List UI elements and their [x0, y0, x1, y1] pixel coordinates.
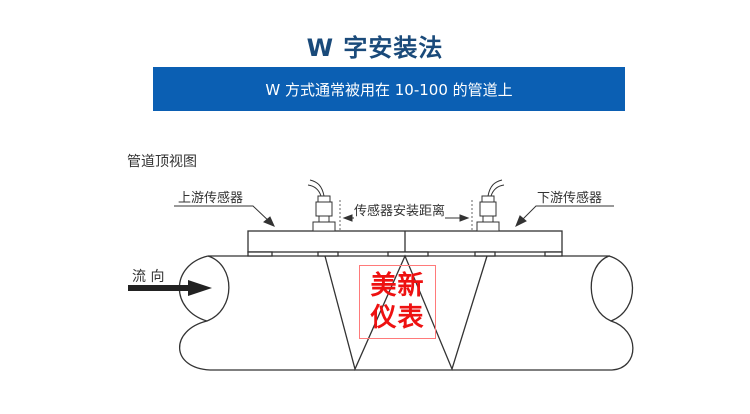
watermark-stamp: 美新 仪表: [359, 265, 436, 339]
upstream-leader: [174, 205, 273, 225]
downstream-leader-arrowhead: [515, 215, 527, 228]
rail-pad: [247, 251, 273, 257]
flow-direction-label: 流 向: [132, 269, 165, 285]
subtitle-banner: W 方式通常被用在 10-100 的管道上: [153, 67, 625, 111]
watermark-line2: 仪表: [370, 303, 425, 333]
watermark-line1: 美新: [370, 271, 425, 301]
view-label: 管道顶视图: [127, 154, 197, 170]
rail-pad: [474, 251, 496, 257]
upstream-leader-arrowhead: [263, 216, 275, 227]
w-signal-path: [324, 254, 488, 371]
downstream-leader: [517, 205, 614, 225]
rail-pad: [317, 251, 339, 257]
downstream-sensor: [476, 179, 505, 232]
flow-arrow: [128, 280, 212, 296]
pipe-right-break: [590, 255, 634, 371]
rail-pad: [387, 251, 429, 257]
page-title: W 字安装法: [306, 34, 444, 62]
subtitle-text: W 方式通常被用在 10-100 的管道上: [265, 80, 513, 99]
pipe-left-break: [178, 255, 230, 371]
upstream-sensor: [307, 179, 336, 232]
downstream-sensor-label: 下游传感器: [537, 191, 603, 206]
distance-label: 传感器安装距离: [354, 200, 446, 219]
rail-pad: [544, 251, 563, 257]
upstream-sensor-label: 上游传感器: [178, 191, 244, 206]
